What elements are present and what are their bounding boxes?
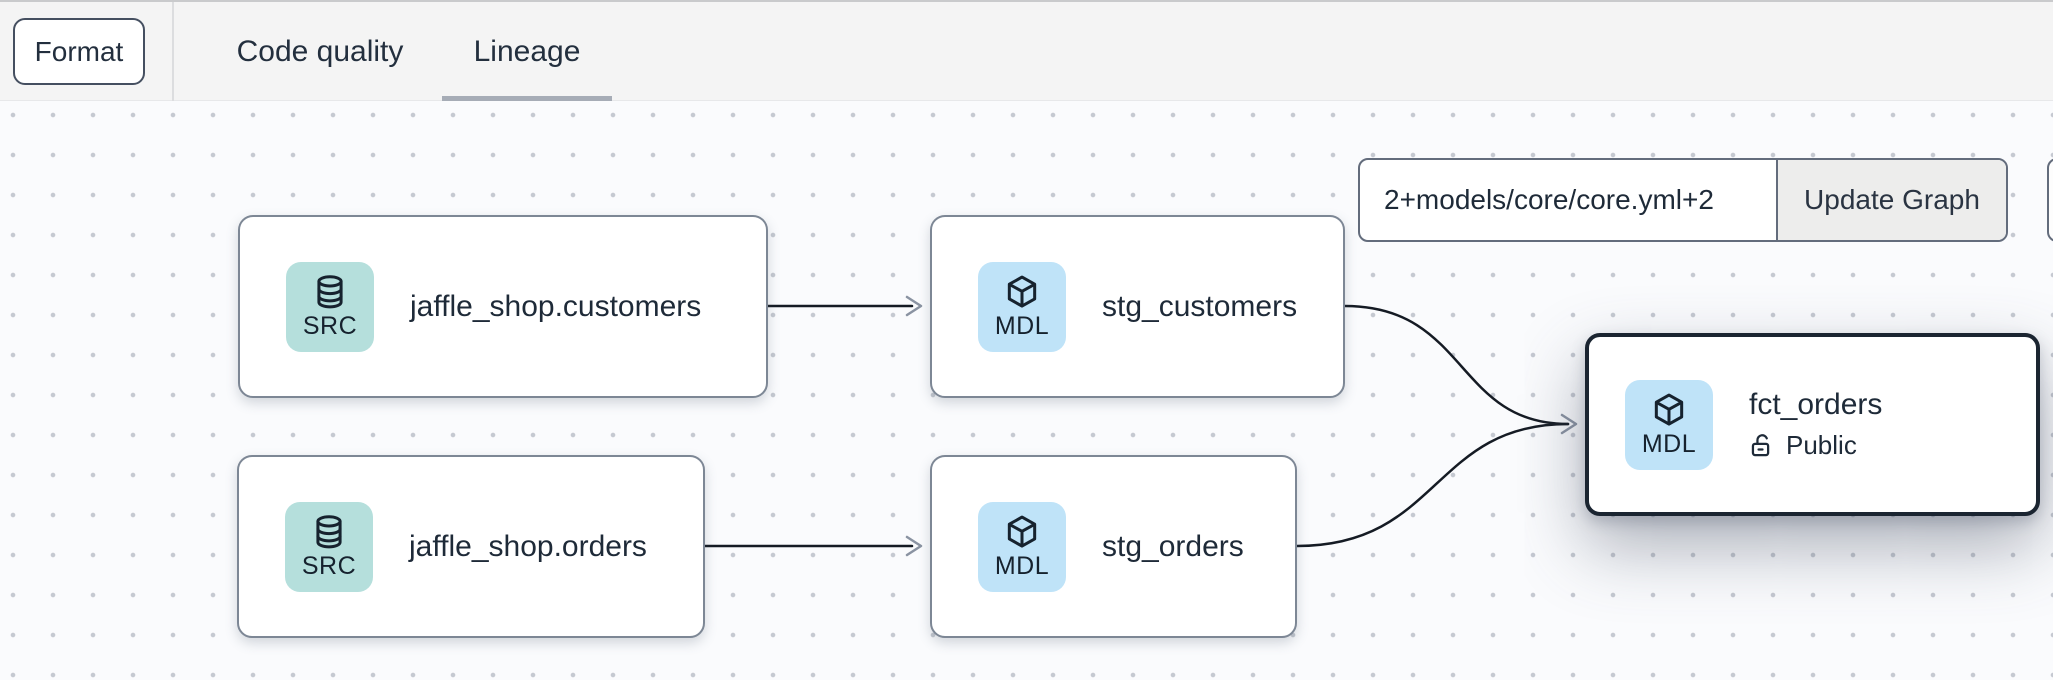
model-badge: MDL: [978, 261, 1066, 352]
arrowhead-icon: [905, 535, 923, 557]
node-label: jaffle_shop.orders: [409, 529, 647, 563]
toolbar-divider: [172, 2, 174, 101]
node-label: stg_orders: [1102, 529, 1244, 563]
cube-icon: [1654, 393, 1684, 426]
access-label: Public: [1786, 430, 1857, 460]
node-label: stg_customers: [1102, 289, 1298, 323]
badge-label: SRC: [301, 551, 357, 580]
arrowhead-icon: [1560, 413, 1578, 435]
edge-stg-orders-to-fct: [1295, 422, 1570, 548]
cutoff-button[interactable]: [2047, 158, 2053, 242]
source-badge: SRC: [286, 261, 374, 352]
node-source-jaffle-shop-orders[interactable]: SRC jaffle_shop.orders: [237, 455, 705, 638]
toolbar: Format Code quality Lineage: [0, 0, 2053, 101]
arrowhead-icon: [905, 295, 923, 317]
node-label: jaffle_shop.customers: [410, 289, 702, 323]
tab-code-quality[interactable]: Code quality: [233, 2, 407, 101]
node-model-fct-orders[interactable]: MDL fct_orders Public: [1585, 333, 2040, 516]
badge-label: MDL: [994, 311, 1050, 340]
update-graph-button[interactable]: Update Graph: [1776, 160, 2006, 240]
edge-stg-customers-to-fct: [1343, 304, 1570, 426]
node-label: fct_orders: [1749, 388, 1883, 421]
node-model-stg-orders[interactable]: MDL stg_orders: [930, 455, 1297, 638]
active-tab-indicator: [442, 96, 612, 101]
format-button[interactable]: Format: [13, 18, 145, 85]
access-row: Public: [1749, 430, 1882, 461]
tab-lineage-label: Lineage: [473, 34, 581, 68]
model-badge: MDL: [978, 501, 1066, 592]
selector-input[interactable]: [1360, 160, 1776, 240]
database-icon: [317, 274, 343, 308]
badge-label: MDL: [994, 551, 1050, 580]
badge-label: MDL: [1641, 429, 1697, 458]
graph-selector-group: Update Graph: [1358, 158, 2008, 242]
tab-code-quality-label: Code quality: [236, 34, 404, 68]
lineage-canvas[interactable]: SRC jaffle_shop.customers MDL stg_custom…: [0, 101, 2053, 680]
badge-label: SRC: [302, 311, 358, 340]
lock-open-icon: [1751, 434, 1770, 457]
database-icon: [316, 514, 342, 548]
node-source-jaffle-shop-customers[interactable]: SRC jaffle_shop.customers: [238, 215, 768, 398]
node-model-stg-customers[interactable]: MDL stg_customers: [930, 215, 1345, 398]
cube-icon: [1007, 515, 1037, 548]
tab-lineage[interactable]: Lineage: [442, 2, 612, 101]
source-badge: SRC: [285, 501, 373, 592]
model-badge: MDL: [1625, 379, 1713, 470]
cube-icon: [1007, 275, 1037, 308]
